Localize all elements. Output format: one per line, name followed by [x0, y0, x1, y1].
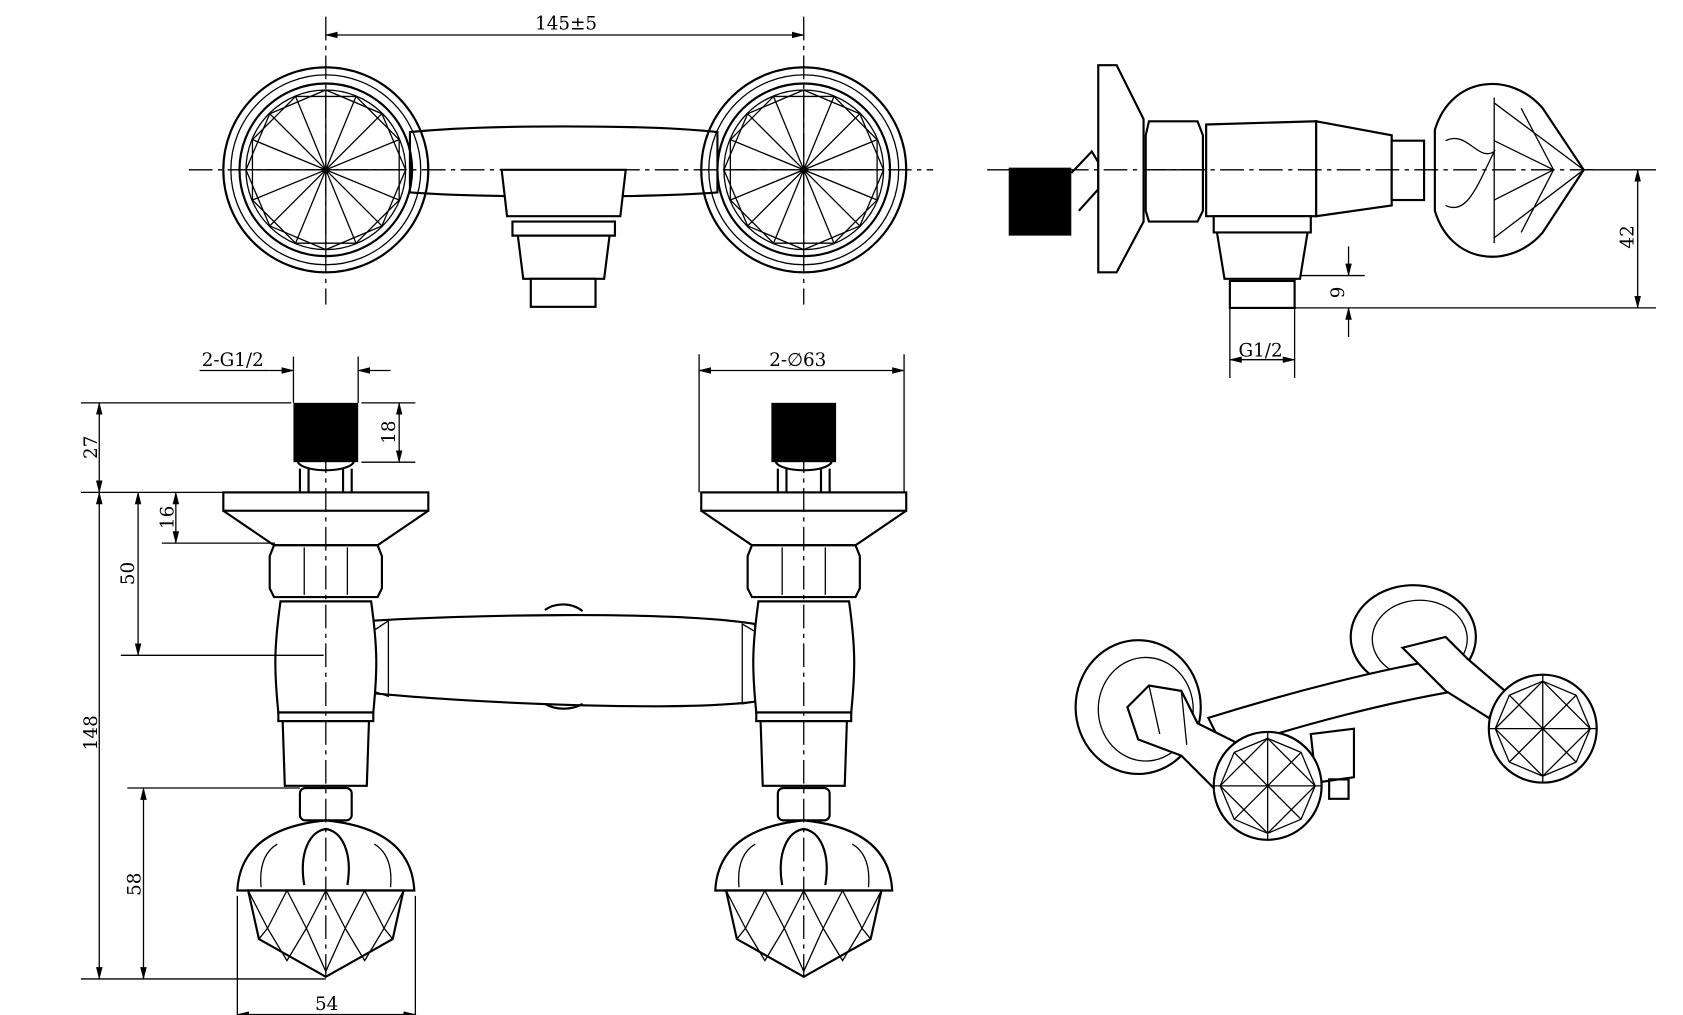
dim-thread-length: 18: [379, 421, 400, 444]
dim-outlet-thread: G1/2: [1239, 340, 1283, 361]
dim-flange-to-axis: 50: [118, 562, 139, 585]
isometric-view: [1074, 584, 1598, 841]
top-view: 145±5: [188, 14, 934, 308]
dim-flange-diameter: 2-∅63: [769, 350, 826, 371]
dim-handle-width: 54: [315, 994, 338, 1015]
front-view: 2-G1/2 2-∅63 27 18 16 50 148 58 54: [80, 350, 906, 1015]
dim-total-height: 148: [81, 715, 102, 750]
side-view: 42 9 G1/2: [987, 64, 1657, 379]
dim-handle-height: 58: [124, 873, 145, 896]
dim-flange-thickness: 16: [158, 506, 179, 529]
dim-center-distance: 145±5: [535, 14, 597, 35]
dim-thread-to-flange: 27: [81, 436, 102, 459]
dim-axis-to-outlet: 42: [1617, 225, 1638, 248]
dim-inlet-thread: 2-G1/2: [202, 350, 264, 371]
dim-outlet-length: 9: [1328, 287, 1349, 299]
